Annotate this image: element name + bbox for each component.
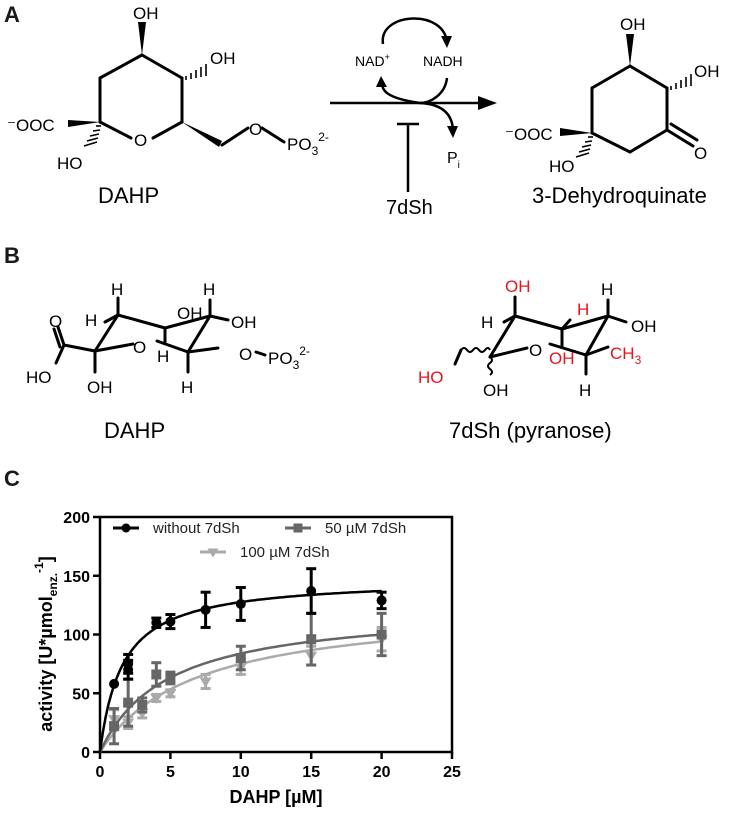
svg-text:OH: OH xyxy=(483,381,509,400)
series-50-m-7dsh xyxy=(98,611,387,753)
svg-text:⁻OOC: ⁻OOC xyxy=(7,116,55,135)
svg-text:O: O xyxy=(529,341,542,360)
svg-text:HO: HO xyxy=(57,154,83,173)
y-tick-label: 100 xyxy=(63,628,90,645)
svg-text:O: O xyxy=(694,144,707,163)
svg-text:O: O xyxy=(49,312,62,331)
panel-label-c: C xyxy=(4,466,20,491)
svg-text:H: H xyxy=(203,280,215,299)
panel-label-a: A xyxy=(4,2,20,27)
svg-text:O: O xyxy=(239,345,252,364)
x-tick-label: 20 xyxy=(373,764,391,781)
x-tick-label: 25 xyxy=(443,764,461,781)
dahp-name: DAHP xyxy=(98,183,159,208)
svg-text:H: H xyxy=(579,381,591,400)
dahp-name-b: DAHP xyxy=(104,418,165,443)
chart-legend: without 7dSh 50 µM 7dSh 100 µM 7dSh xyxy=(113,520,406,561)
x-tick-label: 15 xyxy=(302,764,320,781)
svg-text:O: O xyxy=(134,131,147,150)
svg-text:NADH: NADH xyxy=(423,53,463,69)
svg-text:OH: OH xyxy=(505,277,531,296)
svg-text:H: H xyxy=(111,280,123,299)
panel-label-b: B xyxy=(4,243,20,268)
x-tick-label: 5 xyxy=(166,764,175,781)
svg-text:H: H xyxy=(481,313,493,332)
svg-text:OH: OH xyxy=(133,4,159,23)
inhibitor-7dsh: 7dSh xyxy=(386,197,433,219)
svg-text:NAD+: NAD+ xyxy=(355,52,390,69)
svg-text:H: H xyxy=(181,378,193,397)
7dsh-pyranose-name: 7dSh (pyranose) xyxy=(449,418,612,443)
legend-label: without 7dSh xyxy=(152,520,240,537)
series-without-7dsh xyxy=(98,567,387,753)
svg-text:H: H xyxy=(577,300,589,319)
svg-text:O: O xyxy=(133,338,146,357)
legend-label: 100 µM 7dSh xyxy=(240,544,330,561)
svg-text:OH: OH xyxy=(549,349,575,368)
legend-label: 50 µM 7dSh xyxy=(325,520,406,537)
svg-text:PO32-: PO32- xyxy=(268,344,310,372)
dehydroquinate-name: 3-Dehydroquinate xyxy=(532,183,707,208)
svg-text:OH: OH xyxy=(87,378,113,397)
chart-plot-area xyxy=(98,567,388,753)
legend-item: 50 µM 7dSh xyxy=(285,520,406,537)
svg-text:H: H xyxy=(601,280,613,299)
legend-item: 100 µM 7dSh xyxy=(200,544,330,561)
svg-text:H: H xyxy=(85,311,97,330)
reaction-arrow xyxy=(330,17,497,192)
x-tick-label: 10 xyxy=(232,764,250,781)
svg-text:OH: OH xyxy=(210,49,236,68)
y-tick-label: 150 xyxy=(63,569,90,586)
x-tick-label: 0 xyxy=(96,764,105,781)
dahp-structure xyxy=(98,53,286,147)
svg-text:OH: OH xyxy=(231,313,257,332)
svg-text:PO32-: PO32- xyxy=(287,130,329,158)
red-highlighted-groups: OH H OH CH3 HO xyxy=(418,277,642,387)
svg-text:HO: HO xyxy=(26,368,52,387)
y-tick-label: 0 xyxy=(81,745,90,762)
y-axis-label: activity [U*µmolenz.-1] xyxy=(32,556,60,731)
x-axis-label: DAHP [µM] xyxy=(229,787,322,807)
svg-text:H: H xyxy=(157,347,169,366)
svg-text:Pi: Pi xyxy=(447,150,460,171)
svg-text:⁻OOC: ⁻OOC xyxy=(505,125,553,144)
y-tick-label: 200 xyxy=(63,510,90,527)
y-tick-label: 50 xyxy=(72,686,90,703)
svg-text:O: O xyxy=(249,120,262,139)
svg-text:HO: HO xyxy=(549,157,575,176)
svg-text:HO: HO xyxy=(418,368,444,387)
chart-axes: 0 5 10 15 20 25 0 50 100 150 200 xyxy=(63,510,461,781)
panel-a-scheme: OH OH ⁻OOC HO O O PO32- DAHP NAD+ NADH P… xyxy=(7,4,720,219)
svg-text:OH: OH xyxy=(631,317,657,336)
svg-text:OH: OH xyxy=(177,304,203,323)
legend-item: without 7dSh xyxy=(113,520,240,537)
svg-text:OH: OH xyxy=(620,15,646,34)
kinetics-chart: 0 5 10 15 20 25 0 50 100 150 200 without 7dSh 50 µM… xyxy=(32,510,461,807)
panel-b-structures: H H H H H OH OH OH O O HO O PO32- DAHP O… xyxy=(26,277,657,443)
svg-text:OH: OH xyxy=(694,62,720,81)
svg-text:CH3: CH3 xyxy=(610,344,642,367)
